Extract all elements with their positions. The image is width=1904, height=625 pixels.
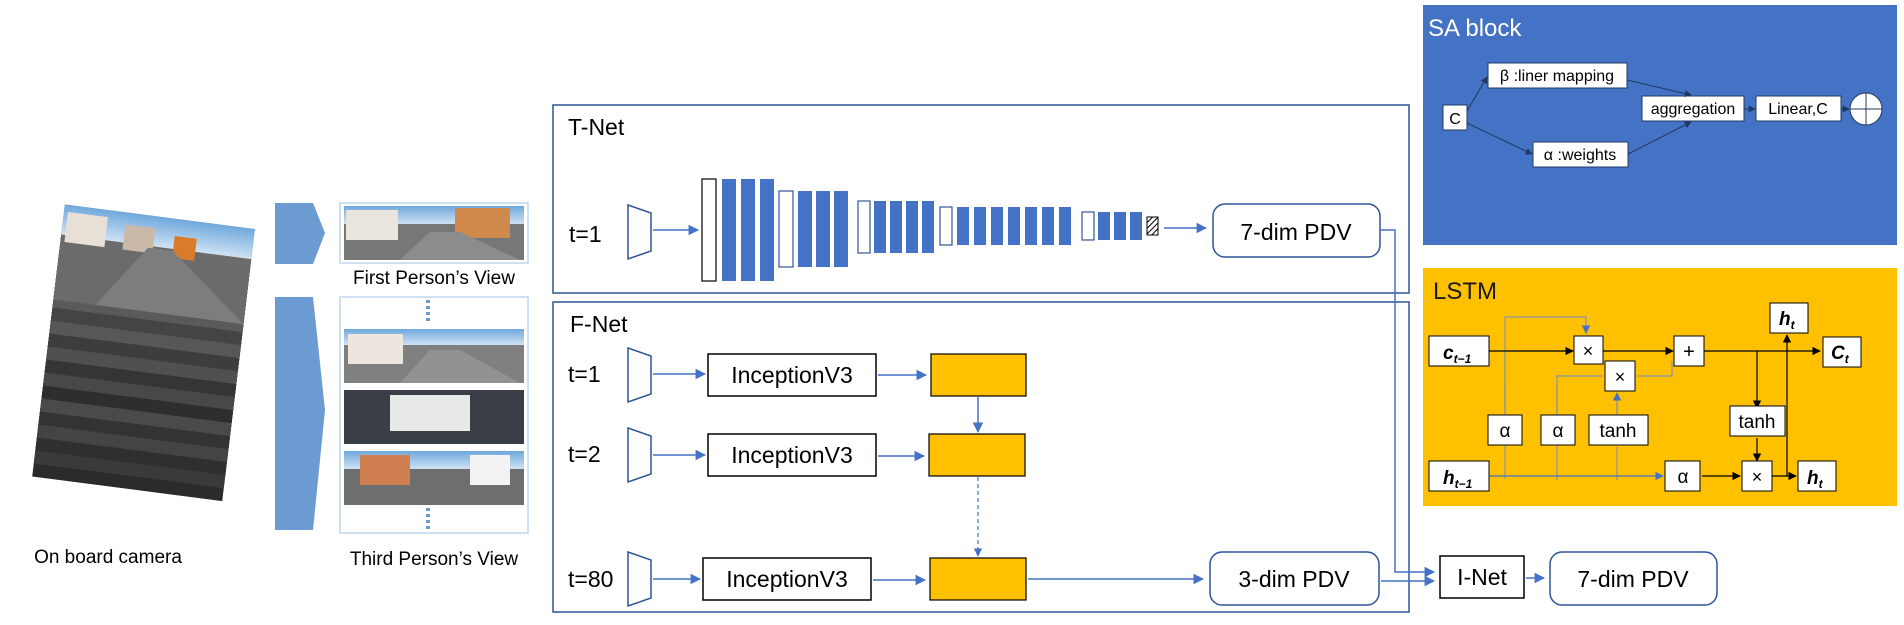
lstm-hout-label: ht bbox=[1807, 468, 1824, 491]
chevron-arrow-third bbox=[275, 297, 325, 530]
lstm-alpha2-label: α bbox=[1553, 421, 1564, 442]
sa-arrow-beta-agg bbox=[1626, 79, 1692, 97]
fnet-row1-encoder bbox=[707, 353, 877, 397]
sa-arrow-alpha-agg bbox=[1627, 121, 1692, 155]
fnet-row2-encoder-label: InceptionV3 bbox=[731, 442, 852, 468]
lstm-plus-box bbox=[1673, 335, 1705, 367]
fnet-output-box bbox=[1209, 551, 1380, 606]
lstm-htop-box bbox=[1769, 302, 1809, 334]
fnet-row1-encoder-label: InceptionV3 bbox=[731, 362, 852, 388]
sa-aggregation-box bbox=[1641, 95, 1745, 122]
lstm-wire-alpha2-mul2 bbox=[1556, 375, 1602, 377]
fnet-output-label: 3-dim PDV bbox=[1238, 566, 1350, 592]
lstm-hprev-label: ht−1 bbox=[1443, 468, 1473, 491]
lstm-alpha3-label: α bbox=[1678, 467, 1689, 488]
fnet-row2-input bbox=[627, 426, 652, 484]
sa-arrow-c-beta bbox=[1466, 76, 1488, 112]
sa-alpha-box bbox=[1532, 141, 1629, 168]
sa-input-box bbox=[1442, 104, 1468, 131]
sa-beta-box bbox=[1487, 62, 1628, 89]
inet-box bbox=[1439, 555, 1525, 599]
lstm-alpha1-label: α bbox=[1500, 421, 1511, 442]
lstm-hprev-box bbox=[1428, 460, 1490, 492]
fnet-row3-time: t=80 bbox=[568, 566, 613, 592]
lstm-mul2-label: × bbox=[1615, 367, 1626, 387]
fnet-row3-encoder-label: InceptionV3 bbox=[726, 566, 847, 592]
camera-frame-stack bbox=[32, 204, 255, 502]
fnet-row1-time: t=1 bbox=[568, 361, 601, 387]
lstm-title: LSTM bbox=[1433, 278, 1497, 305]
lstm-cout-box bbox=[1822, 336, 1862, 368]
third-person-view bbox=[339, 296, 529, 534]
tnet-output-label: 7-dim PDV bbox=[1240, 219, 1352, 245]
lstm-tanh1-box bbox=[1588, 414, 1649, 446]
fnet-row3-input bbox=[627, 550, 652, 608]
fnet-row3-encoder bbox=[702, 557, 872, 601]
tnet-title: T-Net bbox=[568, 114, 625, 140]
lstm-hout-box bbox=[1797, 460, 1837, 492]
tnet-conv-layers bbox=[701, 178, 1159, 282]
lstm-htop-label: ht bbox=[1779, 309, 1796, 332]
sa-aggregation-label: aggregation bbox=[1651, 101, 1736, 118]
tnet-time-label: t=1 bbox=[569, 221, 602, 247]
sa-arrow-c-alpha bbox=[1466, 122, 1533, 155]
chevron-arrow-first bbox=[275, 203, 325, 264]
lstm-mul3-box bbox=[1741, 460, 1773, 492]
lstm-mul2-box bbox=[1604, 360, 1636, 392]
fnet-row2-time: t=2 bbox=[568, 441, 601, 467]
fnet-row2-feature bbox=[928, 433, 1026, 477]
lstm-mul3-label: × bbox=[1752, 467, 1763, 487]
lstm-wire-mul2-plus bbox=[1637, 361, 1673, 377]
inet-output-box bbox=[1549, 551, 1718, 606]
tnet-output-box bbox=[1212, 203, 1381, 258]
lstm-cout-label: Ct bbox=[1831, 343, 1850, 366]
first-person-caption: First Person’s View bbox=[353, 268, 515, 289]
fnet-row1-feature bbox=[930, 353, 1027, 397]
lstm-alpha2-box bbox=[1540, 414, 1576, 446]
sa-beta-label: β :liner mapping bbox=[1500, 68, 1614, 85]
sa-input-label: C bbox=[1449, 111, 1461, 128]
lstm-alpha1-box bbox=[1487, 414, 1523, 446]
lstm-tanh2-label: tanh bbox=[1739, 412, 1776, 433]
third-person-caption: Third Person’s View bbox=[350, 549, 519, 570]
lstm-tanh2-box bbox=[1729, 405, 1786, 437]
tnet-to-inet-arrow bbox=[1381, 229, 1436, 578]
lstm-tanh1-label: tanh bbox=[1600, 421, 1637, 442]
fnet-row1-input bbox=[627, 346, 652, 404]
lstm-plus-label: + bbox=[1683, 341, 1695, 363]
sa-linear-label: Linear,C bbox=[1768, 101, 1828, 118]
inet-label: I-Net bbox=[1457, 564, 1507, 590]
lstm-mul1-box bbox=[1573, 335, 1604, 365]
tnet-frame bbox=[552, 104, 1410, 294]
camera-caption: On board camera bbox=[34, 547, 182, 568]
lstm-cprev-box bbox=[1428, 335, 1490, 367]
inet-output-label: 7-dim PDV bbox=[1577, 566, 1689, 592]
tnet-input-frustum bbox=[627, 203, 652, 261]
first-person-view bbox=[339, 202, 529, 264]
sa-block-panel bbox=[1423, 5, 1897, 245]
sa-alpha-label: α :weights bbox=[1544, 147, 1616, 164]
sa-block-title: SA block bbox=[1428, 15, 1522, 42]
fnet-row3-feature bbox=[929, 557, 1027, 601]
lstm-cprev-label: ct−1 bbox=[1443, 343, 1472, 366]
fnet-row2-encoder bbox=[707, 433, 877, 477]
lstm-mul1-label: × bbox=[1583, 341, 1594, 361]
fnet-title: F-Net bbox=[570, 311, 628, 337]
lstm-alpha3-box bbox=[1664, 460, 1701, 492]
